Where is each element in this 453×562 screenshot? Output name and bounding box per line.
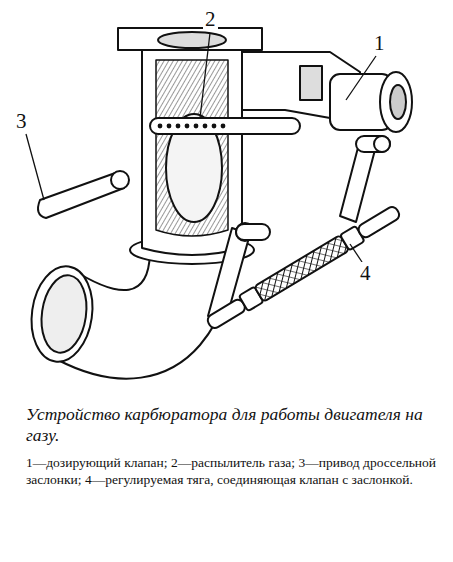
figure-caption: 1—дозирующий клапан; 2—распылитель газа;… — [26, 454, 436, 488]
callout-number: 1 — [372, 32, 387, 55]
sprayer-hole — [185, 124, 190, 129]
callout-number: 3 — [14, 110, 29, 133]
mixing-chamber — [142, 48, 242, 255]
valve-crank-boss — [356, 136, 390, 152]
chamber-cutaway — [156, 60, 228, 236]
valve-slot — [300, 66, 322, 100]
sprayer-hole — [176, 124, 181, 129]
valve-end-cap — [380, 72, 412, 132]
top-flange — [118, 28, 262, 50]
sprayer-hole — [158, 124, 163, 129]
sprayer-hole — [203, 124, 208, 129]
sprayer-hole — [194, 124, 199, 129]
top-bore — [158, 32, 226, 48]
valve-crank-pivot — [374, 136, 390, 152]
rod-end-right — [356, 205, 401, 240]
carburetor-illustration — [0, 0, 453, 400]
figure-title: Устройство карбюратора для работы двигат… — [26, 404, 436, 446]
callout-number: 4 — [358, 262, 373, 285]
inlet-bore — [37, 272, 91, 355]
gas-sprayer — [150, 118, 300, 134]
lever-pivot — [111, 171, 129, 189]
valve-end-cap-inner — [390, 85, 406, 119]
callout-number: 2 — [203, 8, 218, 31]
leader-line — [26, 134, 44, 200]
rod-end-left — [206, 298, 247, 331]
sprayer-holes — [158, 124, 226, 129]
inlet-opening — [26, 262, 99, 365]
sprayer-hole — [212, 124, 217, 129]
adjustable-rod — [254, 235, 349, 302]
crank-boss — [236, 224, 270, 240]
sprayer-hole — [167, 124, 172, 129]
sprayer-hole — [221, 124, 226, 129]
leader-line — [346, 56, 376, 100]
leader-line — [200, 33, 210, 118]
leader-line — [350, 244, 362, 262]
